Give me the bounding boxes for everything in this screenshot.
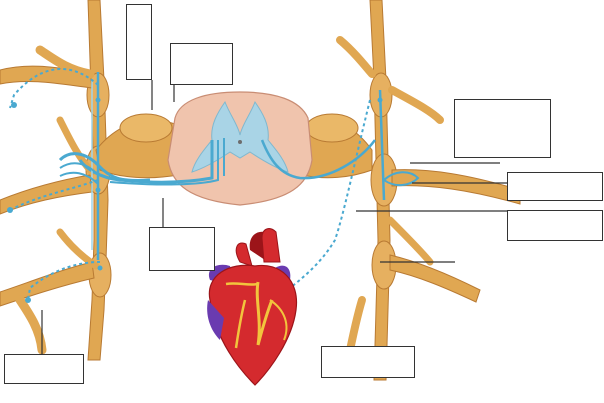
heart: [207, 229, 296, 385]
right-dorsal-root-ganglion: [306, 114, 358, 142]
left-dorsal-root-ganglion: [120, 114, 172, 142]
label-box-6[interactable]: [149, 227, 215, 271]
label-box-1[interactable]: [126, 4, 152, 80]
label-box-7[interactable]: [4, 354, 84, 384]
label-box-5[interactable]: [507, 210, 603, 241]
label-box-3[interactable]: [454, 99, 551, 158]
right-sympathetic-chain: [340, 0, 520, 380]
label-box-2[interactable]: [170, 43, 233, 85]
label-box-8[interactable]: [321, 346, 415, 378]
label-box-4[interactable]: [507, 172, 603, 201]
